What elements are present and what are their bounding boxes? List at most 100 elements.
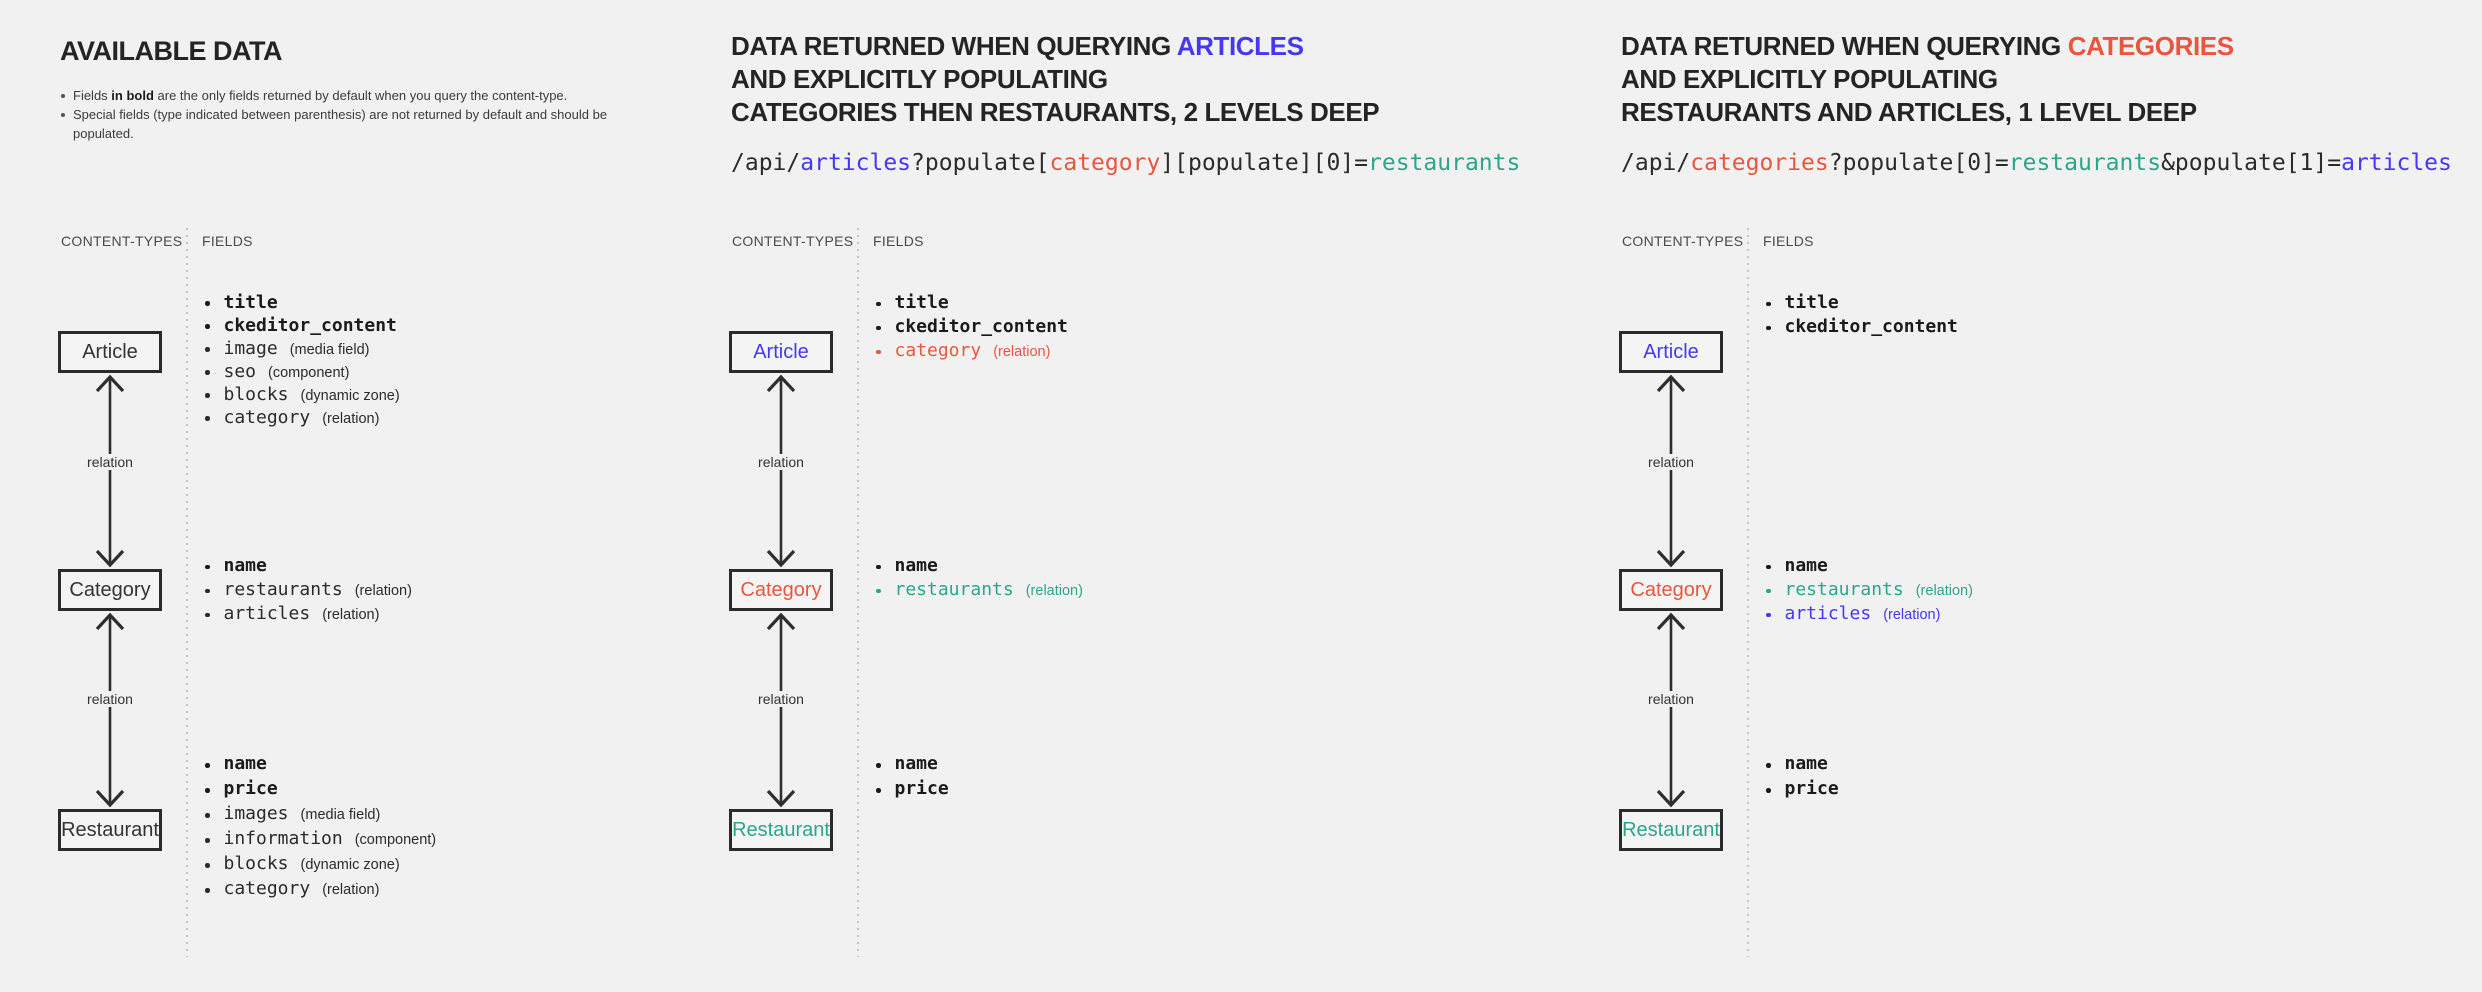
field-item: ckeditor_content xyxy=(876,316,1080,340)
page-title: AVAILABLE DATA xyxy=(60,36,282,66)
note-text: Fields in bold are the only fields retur… xyxy=(73,88,568,103)
relation-label: relation xyxy=(1619,691,1723,709)
bullet-icon xyxy=(205,301,210,306)
content-types-label: CONTENT-TYPES xyxy=(1622,233,1744,249)
fields-label: FIELDS xyxy=(1763,233,1814,249)
field-item: title xyxy=(876,292,1080,316)
node-article: Article xyxy=(1619,331,1723,373)
field-list-restaurant: name price xyxy=(876,753,961,803)
field-item: restaurants(relation) xyxy=(1766,579,1973,603)
field-item: articles(relation) xyxy=(1766,603,1973,627)
field-item: category(relation) xyxy=(876,340,1080,364)
node-label: Category xyxy=(740,578,822,601)
note-item: Fields in bold are the only fields retur… xyxy=(61,86,617,105)
title-highlight: CATEGORIES xyxy=(2067,31,2234,61)
bullet-icon xyxy=(205,347,210,352)
bullet-icon xyxy=(205,788,210,793)
bullet-icon xyxy=(1766,564,1771,570)
bullet-icon xyxy=(1766,612,1771,618)
field-item: restaurants(relation) xyxy=(205,579,412,603)
title-line: AND EXPLICITLY POPULATING xyxy=(1621,64,1998,94)
page-title: DATA RETURNED WHEN QUERYING ARTICLES AND… xyxy=(731,30,1380,129)
dotted-separator xyxy=(857,228,859,957)
bullet-icon xyxy=(1766,788,1771,793)
field-item: articles(relation) xyxy=(205,603,412,627)
node-restaurant: Restaurant xyxy=(729,809,833,851)
bullet-icon xyxy=(205,763,210,768)
node-article: Article xyxy=(58,331,162,373)
bullet-icon xyxy=(205,888,210,893)
node-label: Category xyxy=(69,578,151,601)
bullet-icon xyxy=(61,94,65,98)
field-list-restaurant: name price xyxy=(1766,753,1851,803)
bullet-icon xyxy=(205,324,210,329)
field-item: price xyxy=(876,778,961,803)
relation-label: relation xyxy=(729,691,833,709)
field-item: name xyxy=(876,555,1083,579)
field-item: name xyxy=(876,753,961,778)
bullet-icon xyxy=(205,612,210,618)
column-available-data: AVAILABLE DATA Fields in bold are the on… xyxy=(58,0,678,992)
bullet-icon xyxy=(1766,763,1771,768)
bullet-icon xyxy=(876,564,881,570)
api-query-url: /api/articles?populate[category][populat… xyxy=(731,150,1521,176)
dotted-separator xyxy=(186,228,188,957)
relation-arrow-icon xyxy=(1656,612,1686,808)
field-list-restaurant: name price images(media field) informati… xyxy=(205,753,436,903)
bullet-icon xyxy=(205,370,210,375)
bullet-icon xyxy=(1766,588,1771,594)
bullet-icon xyxy=(876,763,881,768)
bullet-icon xyxy=(61,113,65,117)
node-label: Article xyxy=(753,340,809,363)
note-text: Special fields (type indicated between p… xyxy=(73,107,608,141)
node-label: Restaurant xyxy=(732,818,830,841)
node-label: Restaurant xyxy=(1622,818,1720,841)
field-item: images(media field) xyxy=(205,803,436,828)
field-list-category: name restaurants(relation) xyxy=(876,555,1083,603)
bullet-icon xyxy=(1766,325,1771,331)
relation-arrow-icon xyxy=(1656,374,1686,568)
bullet-icon xyxy=(205,813,210,818)
bullet-icon xyxy=(1766,301,1771,307)
bullet-icon xyxy=(876,788,881,793)
title-line: DATA RETURNED WHEN QUERYING ARTICLES xyxy=(731,31,1304,61)
field-item: title xyxy=(205,292,409,315)
field-item: name xyxy=(1766,753,1851,778)
bullet-icon xyxy=(876,325,881,331)
relation-arrow-icon xyxy=(766,612,796,808)
fields-label: FIELDS xyxy=(873,233,924,249)
bullet-icon xyxy=(876,588,881,594)
node-restaurant: Restaurant xyxy=(1619,809,1723,851)
column-query-categories: DATA RETURNED WHEN QUERYING CATEGORIES A… xyxy=(1619,0,2479,992)
fields-label: FIELDS xyxy=(202,233,253,249)
relation-arrow-icon xyxy=(95,612,125,808)
api-query-url: /api/categories?populate[0]=restaurants&… xyxy=(1621,150,2452,176)
node-category: Category xyxy=(58,569,162,611)
relation-label: relation xyxy=(1619,454,1723,472)
page-title: DATA RETURNED WHEN QUERYING CATEGORIES A… xyxy=(1621,30,2234,129)
field-list-article: title ckeditor_content image(media field… xyxy=(205,292,409,430)
bullet-icon xyxy=(205,863,210,868)
title-highlight: ARTICLES xyxy=(1176,31,1304,61)
node-label: Category xyxy=(1630,578,1712,601)
field-item: category(relation) xyxy=(205,878,436,903)
node-label: Restaurant xyxy=(61,818,159,841)
relation-label: relation xyxy=(58,454,162,472)
bullet-icon xyxy=(205,838,210,843)
node-label: Article xyxy=(82,340,138,363)
field-item: blocks(dynamic zone) xyxy=(205,384,409,407)
bullet-icon xyxy=(205,564,210,570)
node-category: Category xyxy=(729,569,833,611)
field-item: restaurants(relation) xyxy=(876,579,1083,603)
notes-list: Fields in bold are the only fields retur… xyxy=(61,86,617,143)
bullet-icon xyxy=(205,393,210,398)
bullet-icon xyxy=(205,416,210,421)
content-types-label: CONTENT-TYPES xyxy=(732,233,854,249)
field-item: name xyxy=(1766,555,1973,579)
relation-arrow-icon xyxy=(766,374,796,568)
field-item: image(media field) xyxy=(205,338,409,361)
field-item: blocks(dynamic zone) xyxy=(205,853,436,878)
field-item: category(relation) xyxy=(205,407,409,430)
field-item: price xyxy=(205,778,436,803)
